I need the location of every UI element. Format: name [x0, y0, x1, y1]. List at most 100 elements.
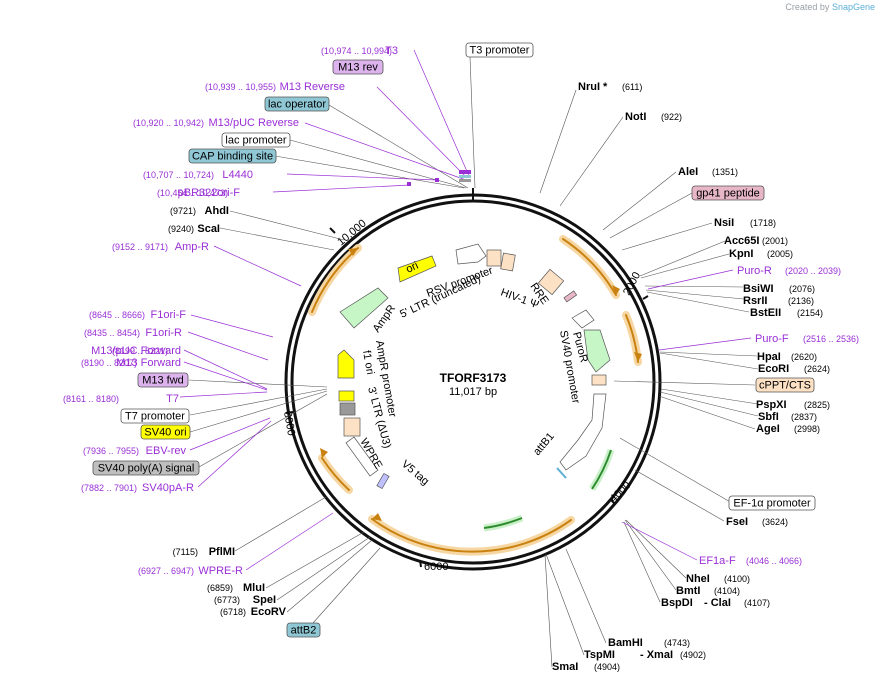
site-27-pos: (6773)	[214, 595, 240, 605]
orf-arcs	[308, 235, 642, 556]
primer-3-name: L4440	[222, 169, 253, 181]
primer-0-name: T3	[385, 45, 398, 57]
primer-11-pos: (8190 .. 8207)	[81, 358, 137, 368]
feature-box-12-text: attB2	[291, 625, 317, 637]
site-4-name: Acc65I	[724, 235, 759, 247]
site-12-pos: (2837)	[791, 412, 817, 422]
tick-8000: 8000	[281, 410, 297, 436]
ltr5-feature: 5' LTR (truncated)	[398, 273, 482, 321]
primer-1-name: M13 Reverse	[280, 81, 345, 93]
site-24-name: ScaI	[197, 223, 220, 235]
primer-2-pos: (10,920 .. 10,942)	[133, 118, 204, 128]
feature-box-4: CAP binding site	[188, 148, 277, 164]
site-19-pos: (4743)	[664, 638, 690, 648]
primer-15-name: WPRE-R	[198, 565, 243, 577]
primer-8-name: F1ori-F	[151, 309, 187, 321]
site-7-pos: (2136)	[788, 296, 814, 306]
site-1-pos: (922)	[661, 112, 682, 122]
site-13-pos: (2998)	[794, 424, 820, 434]
site-17-name: BspDI	[661, 597, 693, 609]
primer-9-pos: (8435 .. 8454)	[84, 328, 140, 338]
feature-box-7: M13 fwd	[137, 372, 189, 388]
primer-4-pos: (10,454 .. 10,473)	[157, 188, 228, 198]
orf-arrowheads	[320, 248, 642, 521]
site-16-name: BmtI	[676, 585, 700, 597]
site-28-pos: (6718)	[220, 607, 246, 617]
primer-lines-right	[621, 269, 752, 561]
site-3-name: NsiI	[714, 217, 734, 229]
primer-5-name: Amp-R	[175, 241, 209, 253]
leader-lines-left	[188, 56, 476, 624]
feature-box-1-text: M13 rev	[338, 62, 378, 74]
v5-tag-feature: V5 tag	[399, 458, 431, 488]
feature-box-4-text: CAP binding site	[192, 151, 273, 163]
site-19-name: BamHI	[608, 637, 643, 649]
site-16-pos: (4104)	[714, 586, 740, 596]
site-22-name: SmaI	[552, 661, 578, 673]
primer-7-name: Puro-F	[755, 333, 789, 345]
site-1-name: NotI	[625, 111, 646, 123]
site-5-name: KpnI	[729, 248, 753, 260]
feature-box-8: T7 promoter	[120, 408, 190, 424]
primer-4-name: pBR322ori-F	[178, 187, 241, 199]
f1-ori-feature: f1 ori	[360, 349, 376, 375]
site-20-name: TspMI	[584, 649, 615, 661]
site-21-name: - XmaI	[640, 649, 673, 661]
feature-box-0-text: T3 promoter	[470, 45, 530, 57]
primer-6-name: Puro-R	[737, 265, 772, 277]
site-11-name: PspXI	[756, 399, 787, 411]
feature-box-12: attB2	[286, 622, 321, 638]
site-7-name: RsrII	[743, 295, 767, 307]
site-6-pos: (2076)	[789, 284, 815, 294]
inner-feature-shapes	[337, 243, 611, 490]
ori-feature: ori	[404, 260, 420, 276]
site-10-pos: (2624)	[804, 364, 830, 374]
feature-box-6-text: cPPT/CTS	[759, 380, 811, 392]
site-15-name: NheI	[686, 573, 710, 585]
feature-box-11-text: EF-1α promoter	[733, 498, 811, 510]
feature-box-7-text: M13 fwd	[142, 375, 184, 387]
feature-box-2: lac operator	[264, 96, 330, 112]
primer-16-name: EF1a-F	[699, 555, 736, 567]
site-18-name: - ClaI	[704, 597, 731, 609]
site-12-name: SbfI	[758, 411, 779, 423]
primer-6-pos: (2020 .. 2039)	[785, 266, 841, 276]
feature-box-6: cPPT/CTS	[755, 377, 815, 393]
primer-lines-left	[179, 49, 470, 571]
attb1-feature: attB1	[531, 431, 557, 458]
site-20-pos: (4902)	[680, 650, 706, 660]
primer-15-pos: (6927 .. 6947)	[138, 566, 194, 576]
site-8-name: BstEII	[750, 307, 781, 319]
site-2-name: AleI	[678, 166, 698, 178]
site-22-pos: (4904)	[594, 662, 620, 672]
site-24-pos: (9240)	[168, 224, 194, 234]
primer-9-name: F1ori-R	[145, 327, 182, 339]
primer-13-name: EBV-rev	[146, 445, 187, 457]
feature-box-10-text: SV40 poly(A) signal	[98, 463, 195, 475]
primer-10-name: M13/pUC Forward	[91, 345, 181, 357]
site-13-name: AgeI	[756, 423, 780, 435]
primer-12-name: T7	[166, 393, 179, 405]
site-17-pos: (4107)	[744, 598, 770, 608]
site-4-pos: (2001)	[762, 236, 788, 246]
feature-box-11: EF-1α promoter	[728, 495, 816, 511]
site-9-name: HpaI	[757, 351, 781, 363]
primer-16-pos: (4046 .. 4066)	[746, 556, 802, 566]
feature-box-9: SV40 ori	[140, 424, 191, 440]
plasmid-name: TFORF3173	[440, 371, 507, 385]
plasmid-size: 11,017 bp	[449, 386, 497, 398]
primer-5-pos: (9152 .. 9171)	[112, 242, 168, 252]
snapgene-credit: Created by SnapGene	[785, 2, 875, 12]
site-27-name: SpeI	[253, 594, 276, 606]
site-3-pos: (1718)	[750, 218, 776, 228]
site-28-name: EcoRV	[251, 606, 287, 618]
credit-prefix: Created by	[785, 2, 830, 12]
primer-14-name: SV40pA-R	[142, 482, 194, 494]
feature-box-9-text: SV40 ori	[144, 427, 186, 439]
site-23-pos: (9721)	[170, 206, 196, 216]
site-26-pos: (6859)	[207, 583, 233, 593]
tick-6000: 6000	[424, 561, 448, 573]
site-6-name: BsiWI	[743, 283, 774, 295]
primer-1-pos: (10,939 .. 10,955)	[205, 82, 276, 92]
